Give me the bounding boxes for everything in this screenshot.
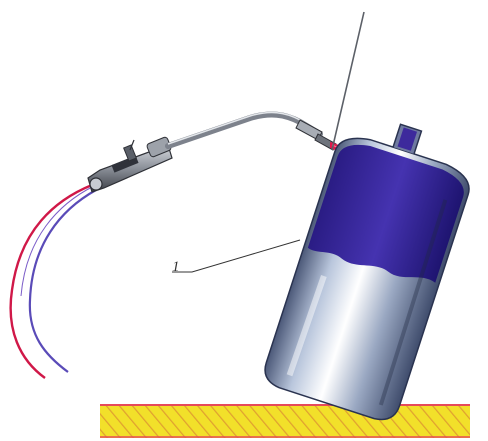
callout-label-1: 1: [172, 259, 180, 276]
gas-hoses: [11, 185, 96, 378]
ground-plate-icon: [100, 404, 470, 438]
canister-icon: [260, 108, 482, 425]
filler-rod-icon: [332, 12, 364, 150]
welding-torch-icon: [88, 113, 336, 192]
callout-leader-line: [172, 240, 300, 272]
